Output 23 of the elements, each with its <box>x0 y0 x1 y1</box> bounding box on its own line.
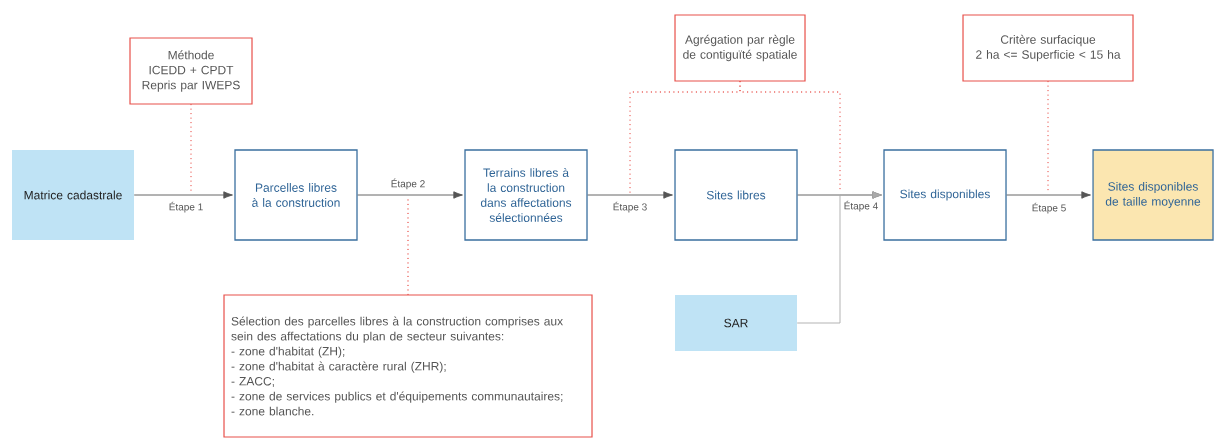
arrow <box>796 191 882 324</box>
process-box: Sites disponibles <box>883 149 1007 241</box>
note-box: Critère surfacique 2 ha <= Superficie < 15 ha <box>962 14 1134 82</box>
edge-label: Étape 2 <box>389 177 427 191</box>
leader-line <box>407 197 409 296</box>
process-box: Sites libres <box>674 149 798 241</box>
note-box: Sélection des parcelles libres à la construction comprises aux sein des affectations du plan de secteur suivantes: - zone d'habitat (ZH); - zone d'habitat à caractère rural (ZHR); - ZACC; - zone de services publics et d'équipements communautaires; - zone blanche. <box>223 294 593 438</box>
result-box: Sites disponibles de taille moyenne <box>1092 149 1214 241</box>
edge-label: Étape 5 <box>1030 201 1068 215</box>
arrow <box>133 191 233 199</box>
process-box: Terrains libres à la construction dans affectations sélectionnées <box>464 149 588 241</box>
process-box: Parcelles libres à la construction <box>234 149 358 241</box>
data-source-box: SAR <box>675 295 797 351</box>
arrow <box>587 191 673 199</box>
note-box: Méthode ICEDD + CPDT Repris par IWEPS <box>129 37 253 105</box>
arrow <box>1006 191 1091 199</box>
edge-label: Étape 3 <box>611 200 649 214</box>
note-box: Agrégation par règle de contiguïté spatiale <box>674 14 806 82</box>
edge-label: Étape 4 <box>842 199 880 213</box>
edge-label: Étape 1 <box>167 200 205 214</box>
data-source-box: Matrice cadastrale <box>12 150 134 240</box>
arrow <box>357 191 463 199</box>
leader-line <box>190 103 192 194</box>
